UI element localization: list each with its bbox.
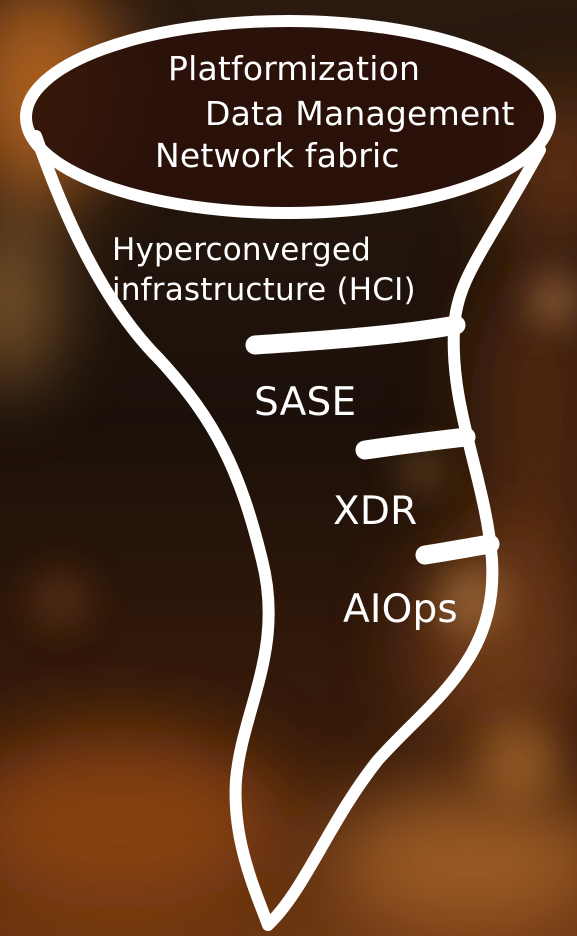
funnel-rim-outline xyxy=(20,15,556,219)
divider-bar-hci xyxy=(245,315,466,355)
label-xdr: XDR xyxy=(333,489,418,534)
label-platformization: Platformization xyxy=(168,49,421,88)
funnel-body-outline xyxy=(30,130,546,931)
label-data-management: Data Management xyxy=(205,94,515,133)
label-aiops: AIOps xyxy=(343,587,458,632)
divider-bar-xdr xyxy=(415,534,500,565)
label-network-fabric: Network fabric xyxy=(155,136,400,175)
label-hyperconverged-infrastructure: Hyperconverged infrastructure (HCI) xyxy=(112,232,416,308)
funnel-rim-fill xyxy=(26,21,550,213)
divider-bar-sase xyxy=(355,427,476,460)
label-sase: SASE xyxy=(254,380,357,425)
